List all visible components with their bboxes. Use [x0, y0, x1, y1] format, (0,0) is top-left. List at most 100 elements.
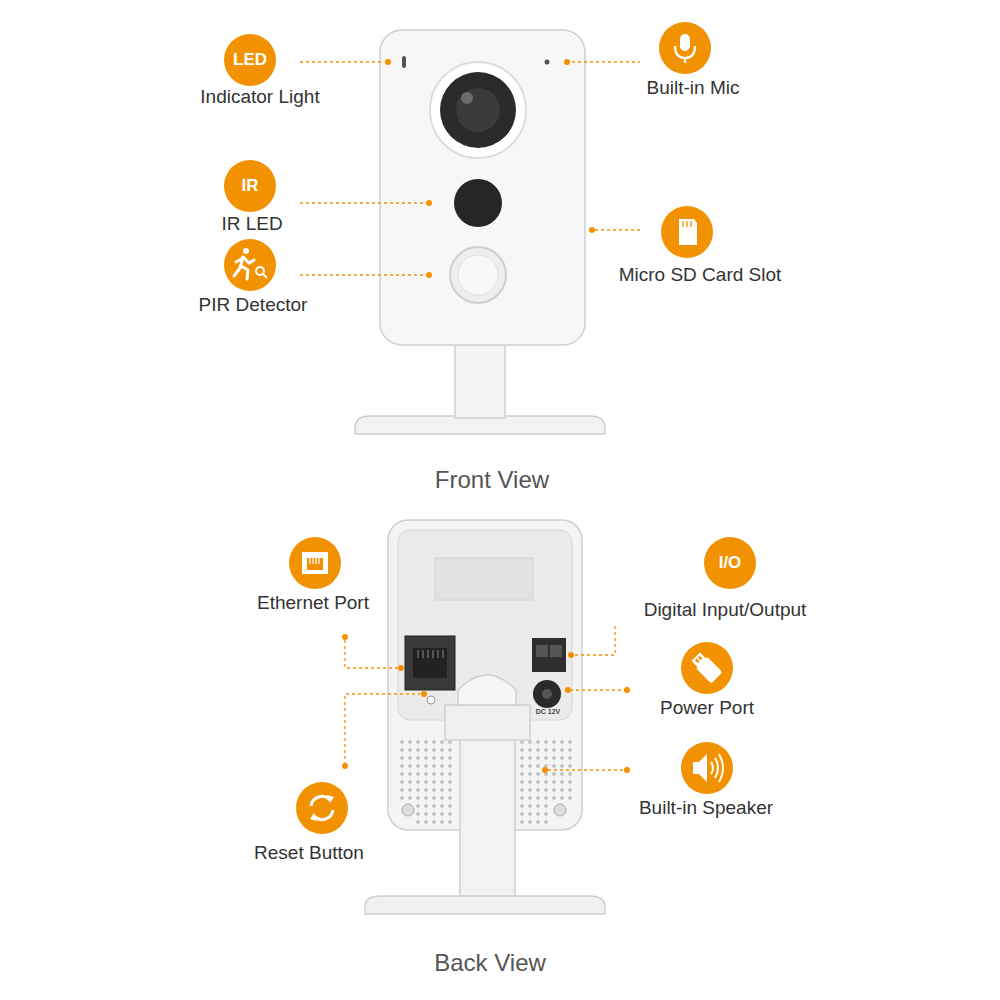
speaker-hole [560, 748, 564, 752]
speaker-hole [408, 772, 412, 776]
speaker-hole [424, 812, 428, 816]
speaker-hole [440, 780, 444, 784]
icon-text: IR [242, 176, 259, 196]
part-label: Reset Button [254, 842, 364, 864]
speaker-hole [536, 788, 540, 792]
part-label: IR LED [221, 213, 282, 235]
speaker-hole [448, 812, 452, 816]
speaker-hole [544, 748, 548, 752]
speaker-hole [408, 748, 412, 752]
part-label: Digital Input/Output [644, 599, 807, 621]
speaker-hole [568, 772, 572, 776]
speaker-hole [536, 756, 540, 760]
speaker-hole [520, 796, 524, 800]
speaker-hole [400, 748, 404, 752]
icon-circle: I/O [704, 537, 756, 589]
part-label: Micro SD Card Slot [619, 264, 782, 286]
speaker-hole [536, 748, 540, 752]
port-marking: DC 12V [536, 708, 561, 716]
speaker-hole [432, 804, 436, 808]
speaker-hole [424, 772, 428, 776]
speaker-hole [552, 772, 556, 776]
speaker-hole [416, 764, 420, 768]
speaker-hole [520, 820, 524, 824]
speaker-hole [416, 804, 420, 808]
speaker-hole [520, 788, 524, 792]
speaker-hole [560, 796, 564, 800]
speaker-hole [552, 788, 556, 792]
speaker-hole [552, 748, 556, 752]
speaker-hole [520, 756, 524, 760]
speaker-hole [448, 764, 452, 768]
speaker-hole [408, 780, 412, 784]
speaker-hole [544, 796, 548, 800]
speaker-hole [528, 804, 532, 808]
speaker-hole [408, 764, 412, 768]
speaker-hole [560, 780, 564, 784]
speaker-hole [448, 748, 452, 752]
speaker-hole [520, 812, 524, 816]
speaker-hole [544, 740, 548, 744]
speaker-hole [520, 804, 524, 808]
speaker-hole [528, 812, 532, 816]
icon-text: I/O [719, 553, 742, 573]
speaker-hole [448, 780, 452, 784]
speaker-hole [448, 820, 452, 824]
speaker-hole [568, 788, 572, 792]
speaker-hole [544, 756, 548, 760]
speaker-hole [552, 780, 556, 784]
speaker-hole [448, 788, 452, 792]
speaker-hole [568, 796, 572, 800]
speaker-hole [432, 796, 436, 800]
speaker-hole [408, 740, 412, 744]
speaker-hole [424, 820, 428, 824]
speaker-hole [528, 748, 532, 752]
speaker-hole [440, 748, 444, 752]
speaker-hole [568, 764, 572, 768]
speaker-hole [560, 756, 564, 760]
speaker-hole [432, 748, 436, 752]
speaker-hole [528, 820, 532, 824]
speaker-hole [416, 820, 420, 824]
speaker-hole [424, 756, 428, 760]
speaker-hole [536, 740, 540, 744]
speaker-hole [408, 796, 412, 800]
speaker-hole [536, 764, 540, 768]
speaker-hole [528, 764, 532, 768]
speaker-hole [528, 788, 532, 792]
part-label: Built-in Mic [647, 77, 740, 99]
speaker-hole [416, 812, 420, 816]
speaker-hole [440, 788, 444, 792]
speaker-hole [416, 772, 420, 776]
part-label: PIR Detector [199, 294, 308, 316]
speaker-hole [560, 740, 564, 744]
icon-circle: IR [224, 160, 276, 212]
speaker-hole [440, 812, 444, 816]
speaker-hole [416, 748, 420, 752]
speaker-hole [536, 812, 540, 816]
speaker-hole [432, 740, 436, 744]
speaker-hole [520, 764, 524, 768]
part-label: Ethernet Port [257, 592, 369, 614]
speaker-hole [448, 772, 452, 776]
speaker-hole [440, 764, 444, 768]
speaker-hole [432, 780, 436, 784]
speaker-hole [536, 780, 540, 784]
speaker-hole [560, 764, 564, 768]
speaker-hole [408, 788, 412, 792]
speaker-hole [400, 788, 404, 792]
view-title: Front View [435, 466, 549, 494]
speaker-hole [528, 780, 532, 784]
speaker-hole [448, 756, 452, 760]
speaker-hole [416, 780, 420, 784]
speaker-hole [560, 788, 564, 792]
speaker-hole [400, 764, 404, 768]
speaker-hole [440, 820, 444, 824]
speaker-hole [424, 764, 428, 768]
speaker-hole [536, 804, 540, 808]
speaker-hole [424, 788, 428, 792]
speaker-hole [568, 780, 572, 784]
speaker-hole [432, 764, 436, 768]
